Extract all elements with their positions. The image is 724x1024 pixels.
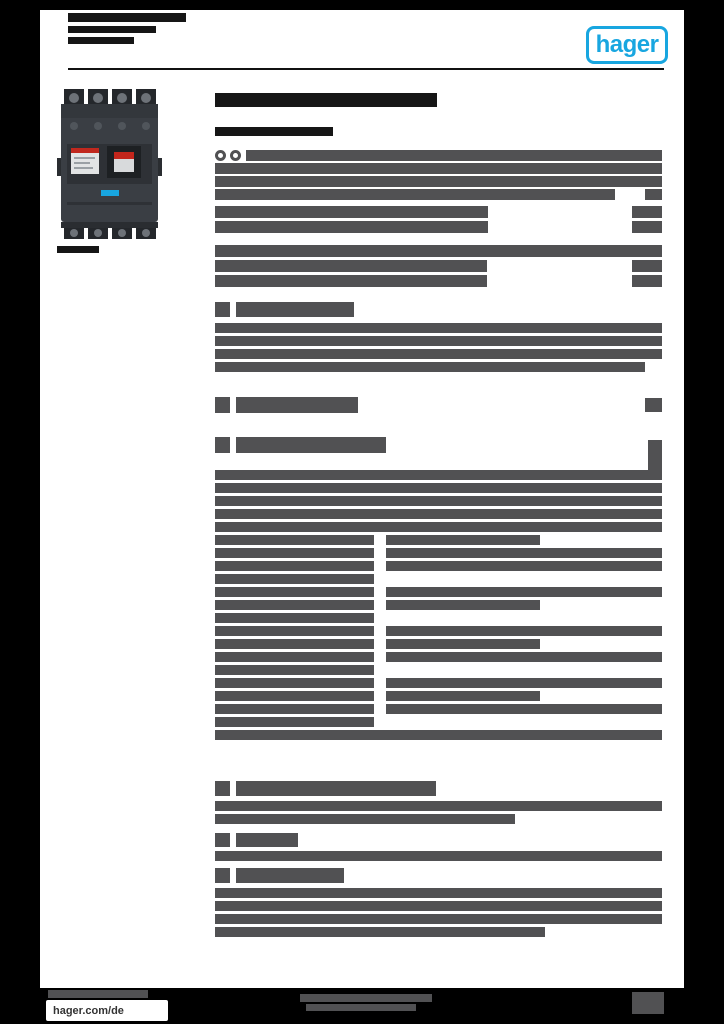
footer-website-link[interactable]: hager.com/de [53,1004,124,1017]
redacted-text-bar [306,1004,416,1011]
breaker-illustration [57,89,162,239]
hager-logo: hager [586,26,668,64]
redacted-text-bar [632,992,664,1014]
breaker-brand-mark [101,190,119,196]
datasheet-page: hager [40,10,684,988]
product-image [57,88,162,240]
breaker-ear-left [57,158,62,176]
breaker-terminals-top [64,89,156,107]
breaker-toggle [107,146,141,178]
header-divider [68,68,664,70]
redacted-text-bar [300,994,432,1002]
breaker-terminals-bottom [61,222,158,239]
redacted-text-bar [48,990,148,998]
breaker-ear-right [157,158,162,176]
footer-website-box[interactable]: hager.com/de [46,1000,168,1021]
breaker-label [71,148,99,174]
hager-logo-text: hager [595,31,659,58]
